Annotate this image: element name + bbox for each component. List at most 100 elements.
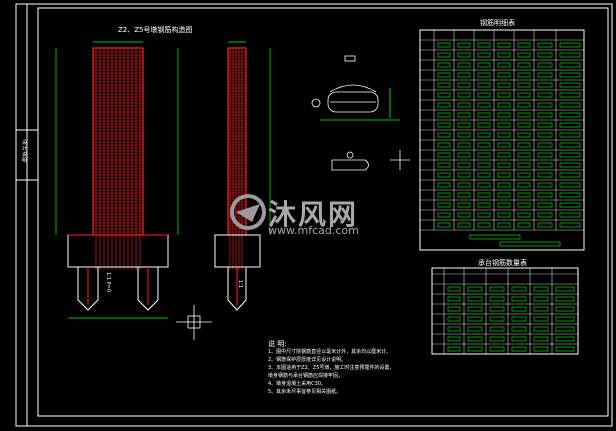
cad-cell-mark <box>517 62 531 68</box>
cad-cell-mark <box>489 326 505 332</box>
cad-cell-mark <box>537 52 553 58</box>
cad-cell-mark <box>559 72 581 78</box>
cad-cell-mark <box>497 192 511 198</box>
cad-cell-mark <box>537 112 553 118</box>
cad-cell-mark <box>477 222 491 228</box>
cap-rebar-table <box>431 267 579 355</box>
cad-cell-mark <box>467 326 483 332</box>
cad-cell-mark <box>497 162 511 168</box>
section-detail-b <box>331 150 410 171</box>
cad-cell-mark <box>437 162 451 168</box>
cad-cell-mark <box>559 142 581 148</box>
cad-cell-mark <box>517 132 531 138</box>
rebar-table <box>419 29 585 251</box>
main-title: Z2、Z5号墩钢筋构造图 <box>118 26 193 34</box>
cad-cell-mark <box>559 102 581 108</box>
cad-cell-mark <box>511 346 527 352</box>
cad-cell-mark <box>537 202 553 208</box>
cad-cell-mark <box>447 346 461 352</box>
cad-cell-mark <box>437 182 451 188</box>
cad-cell-mark <box>497 62 511 68</box>
pier-elevation-right <box>214 41 271 311</box>
cad-cell-mark <box>467 296 483 302</box>
cad-cell-mark <box>437 122 451 128</box>
cad-cell-mark <box>533 346 549 352</box>
cad-cell-mark <box>517 142 531 148</box>
cad-cell-mark <box>447 306 461 312</box>
cad-cell-mark <box>497 212 511 218</box>
cad-cell-mark <box>517 202 531 208</box>
cad-cell-mark <box>457 102 471 108</box>
cad-cell-mark <box>517 92 531 98</box>
cad-cell-mark <box>517 82 531 88</box>
cad-cell-mark <box>477 112 491 118</box>
cad-cell-mark <box>457 222 471 228</box>
cad-cell-mark <box>457 112 471 118</box>
pier-elevation-left <box>55 41 179 319</box>
cad-cell-mark <box>467 316 483 322</box>
cad-cell-mark <box>511 316 527 322</box>
cad-cell-mark <box>469 234 521 240</box>
cad-cell-mark <box>437 152 451 158</box>
cad-cell-mark <box>511 296 527 302</box>
cad-cell-mark <box>489 336 505 342</box>
cad-cell-mark <box>517 42 531 48</box>
cad-cell-mark <box>437 132 451 138</box>
note-line: 2、钢筋保护层厚度详见设计说明。 <box>268 357 347 363</box>
cad-cell-mark <box>555 326 575 332</box>
cad-cell-mark <box>447 296 461 302</box>
cad-cell-mark <box>497 42 511 48</box>
cad-cell-mark <box>559 152 581 158</box>
cad-cell-mark <box>497 72 511 78</box>
cad-cell-mark <box>537 212 553 218</box>
watermark-url: www.mfcad.com <box>268 224 359 237</box>
cad-cell-mark <box>559 182 581 188</box>
cad-cell-mark <box>447 316 461 322</box>
cad-cell-mark <box>477 212 491 218</box>
cad-cell-mark <box>511 306 527 312</box>
cad-cell-mark <box>447 326 461 332</box>
cad-cell-mark <box>497 222 511 228</box>
side-stamp: 设计说明 <box>22 140 28 164</box>
section-detail-a <box>311 55 400 121</box>
cad-cell-mark <box>457 142 471 148</box>
cad-cell-mark <box>533 296 549 302</box>
dim-label-left: 1:1 P=0 <box>105 272 111 293</box>
cad-cell-mark <box>437 142 451 148</box>
cad-cell-mark <box>497 102 511 108</box>
cad-cell-mark <box>537 182 553 188</box>
rebar-table-title: 钢筋明细表 <box>480 19 515 27</box>
cad-cell-mark <box>477 182 491 188</box>
cad-cell-mark <box>555 316 575 322</box>
cad-cell-mark <box>537 42 553 48</box>
cad-cell-mark <box>457 172 471 178</box>
cad-cell-mark <box>511 286 527 292</box>
cad-cell-mark <box>447 286 461 292</box>
cad-cell-mark <box>559 112 581 118</box>
cad-cell-mark <box>559 82 581 88</box>
cad-cell-mark <box>437 72 451 78</box>
cad-cell-mark <box>537 222 553 228</box>
cad-cell-mark <box>477 142 491 148</box>
cad-cell-mark <box>457 132 471 138</box>
cad-cell-mark <box>489 296 505 302</box>
cad-cell-mark <box>477 102 491 108</box>
cad-cell-mark <box>499 241 561 247</box>
cad-cell-mark <box>533 306 549 312</box>
cad-cell-mark <box>457 152 471 158</box>
cad-cell-mark <box>477 132 491 138</box>
cad-cell-mark <box>457 92 471 98</box>
cad-cell-mark <box>533 286 549 292</box>
cad-cell-mark <box>555 346 575 352</box>
cad-cell-mark <box>437 52 451 58</box>
cad-cell-mark <box>477 62 491 68</box>
cad-cell-mark <box>467 306 483 312</box>
cad-cell-mark <box>497 142 511 148</box>
cad-cell-mark <box>517 182 531 188</box>
cad-cell-mark <box>457 212 471 218</box>
cad-cell-mark <box>477 122 491 128</box>
note-line: 4、墩身混凝土采用C30。 <box>268 381 327 387</box>
cad-cell-mark <box>517 112 531 118</box>
cad-cell-mark <box>537 192 553 198</box>
